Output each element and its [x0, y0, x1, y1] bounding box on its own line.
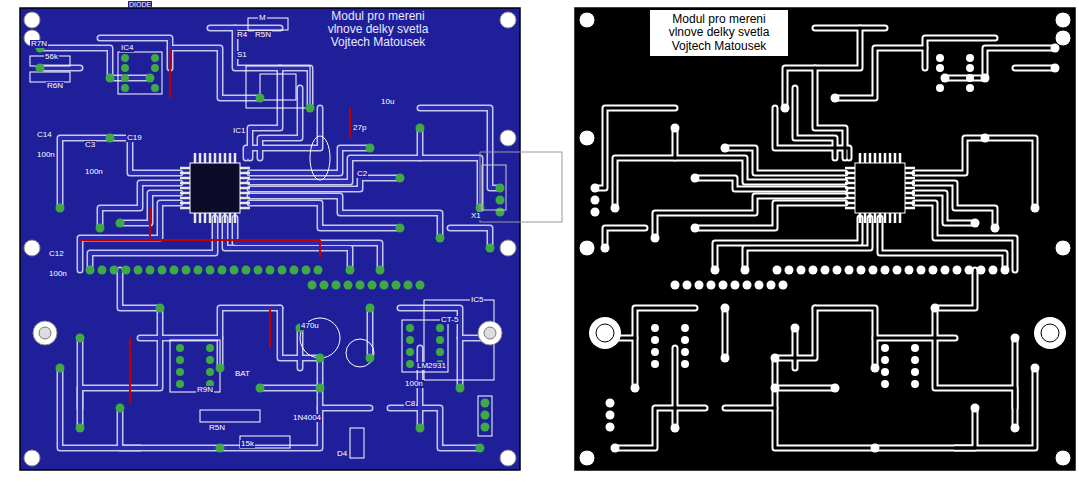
red-wire-jumpers — [149, 208, 151, 238]
connector-outline — [482, 165, 506, 210]
large-holes — [484, 327, 496, 339]
silkscreen-label: CT-5 — [440, 316, 459, 324]
silkscreen-label: R5N — [208, 424, 226, 432]
large-holes — [478, 321, 502, 345]
silkscreen-label: C8 — [404, 400, 416, 408]
silkscreen-label: BAT — [234, 370, 251, 378]
silkscreen-label: IC1 — [232, 127, 246, 135]
ic-pin-row — [180, 153, 250, 223]
silkscreen-label: M — [258, 14, 267, 22]
silkscreen-label: R7N — [30, 40, 48, 48]
red-wire-jumpers — [80, 239, 320, 241]
hole-ring — [24, 12, 516, 466]
silkscreen-outlines — [240, 436, 290, 448]
silkscreen-label: D4 — [336, 450, 348, 458]
silkscreen-label: R6N — [46, 82, 64, 90]
silkscreen-outlines — [350, 428, 364, 458]
silkscreen-label: DIODE — [128, 1, 152, 8]
silkscreen-label: IC5 — [470, 296, 484, 304]
large-holes — [33, 321, 502, 345]
silkscreen-label: C2 — [356, 170, 368, 178]
red-wire-jumpers — [129, 338, 131, 403]
title-box: Modul pro mereni vlnove delky svetla Voj… — [650, 10, 788, 56]
pad-copper — [36, 44, 505, 453]
silkscreen-outlines — [30, 72, 70, 82]
silkscreen-outlines — [346, 339, 374, 367]
silkscreen-label: 1N4004 — [292, 414, 322, 422]
silkscreen-label: S1 — [236, 51, 248, 59]
silkscreen-label: 100n — [36, 151, 56, 159]
connector-outline — [480, 152, 562, 222]
trace-copper — [40, 28, 500, 448]
red-wire-jumpers — [319, 240, 321, 258]
trace-isolation — [595, 28, 1055, 448]
silkscreen-label: 10u — [380, 98, 395, 106]
board-title: Modul pro mereni vlnove delky svetla Voj… — [318, 10, 438, 50]
large-holes — [1041, 324, 1059, 342]
silkscreen-label: 27p — [352, 124, 367, 132]
silkscreen-outlines — [200, 410, 260, 422]
silkscreen-label: R4 — [236, 31, 248, 39]
silkscreen-outlines — [300, 318, 340, 358]
board-outline — [575, 8, 1075, 470]
ic-pin-row — [845, 153, 915, 223]
trace-copper — [595, 28, 1055, 448]
silkscreen-outlines — [248, 18, 288, 30]
ic-body — [190, 163, 240, 213]
silkscreen-label: C14 — [36, 131, 53, 139]
silkscreen-label: C12 — [48, 250, 65, 258]
silkscreen-label: 470u — [300, 322, 320, 330]
silkscreen-label: R5N — [254, 31, 272, 39]
silkscreen-label: 100n — [404, 380, 424, 388]
board-outline — [20, 8, 520, 470]
bottom-layer-panel — [575, 8, 1075, 470]
silkscreen-label: LM2931 — [416, 362, 447, 370]
silkscreen-label: R9N — [196, 386, 214, 394]
red-wire-jumpers — [269, 308, 271, 348]
large-holes — [596, 324, 614, 342]
silkscreen-outlines — [246, 66, 310, 108]
silkscreen-label: IC4 — [120, 44, 134, 52]
silkscreen-label: 100n — [48, 270, 68, 278]
large-holes — [39, 327, 51, 339]
ic-pad-area — [855, 163, 905, 213]
silkscreen-label: 15k — [240, 440, 255, 448]
silkscreen-outlines — [310, 136, 330, 180]
trace-isolation — [40, 28, 500, 448]
silkscreen-label: C3 — [84, 141, 96, 149]
pad-copper — [591, 44, 1060, 453]
silkscreen-label: 56k — [44, 53, 59, 61]
large-holes — [33, 321, 57, 345]
red-wire-jumpers — [349, 108, 351, 138]
large-holes — [1034, 317, 1066, 349]
connector-outline — [480, 152, 562, 222]
red-wire-jumpers — [169, 50, 171, 98]
hole-ring — [579, 12, 1071, 466]
large-holes — [589, 317, 1066, 349]
title-text: Modul pro mereni vlnove delky svetla Voj… — [655, 13, 783, 53]
silkscreen-label: 100n — [84, 168, 104, 176]
large-holes — [589, 317, 621, 349]
silkscreen-label: C19 — [126, 134, 143, 142]
silkscreen-outlines — [260, 74, 296, 100]
top-layer-panel — [20, 8, 520, 470]
silkscreen-label: X1 — [470, 212, 482, 220]
